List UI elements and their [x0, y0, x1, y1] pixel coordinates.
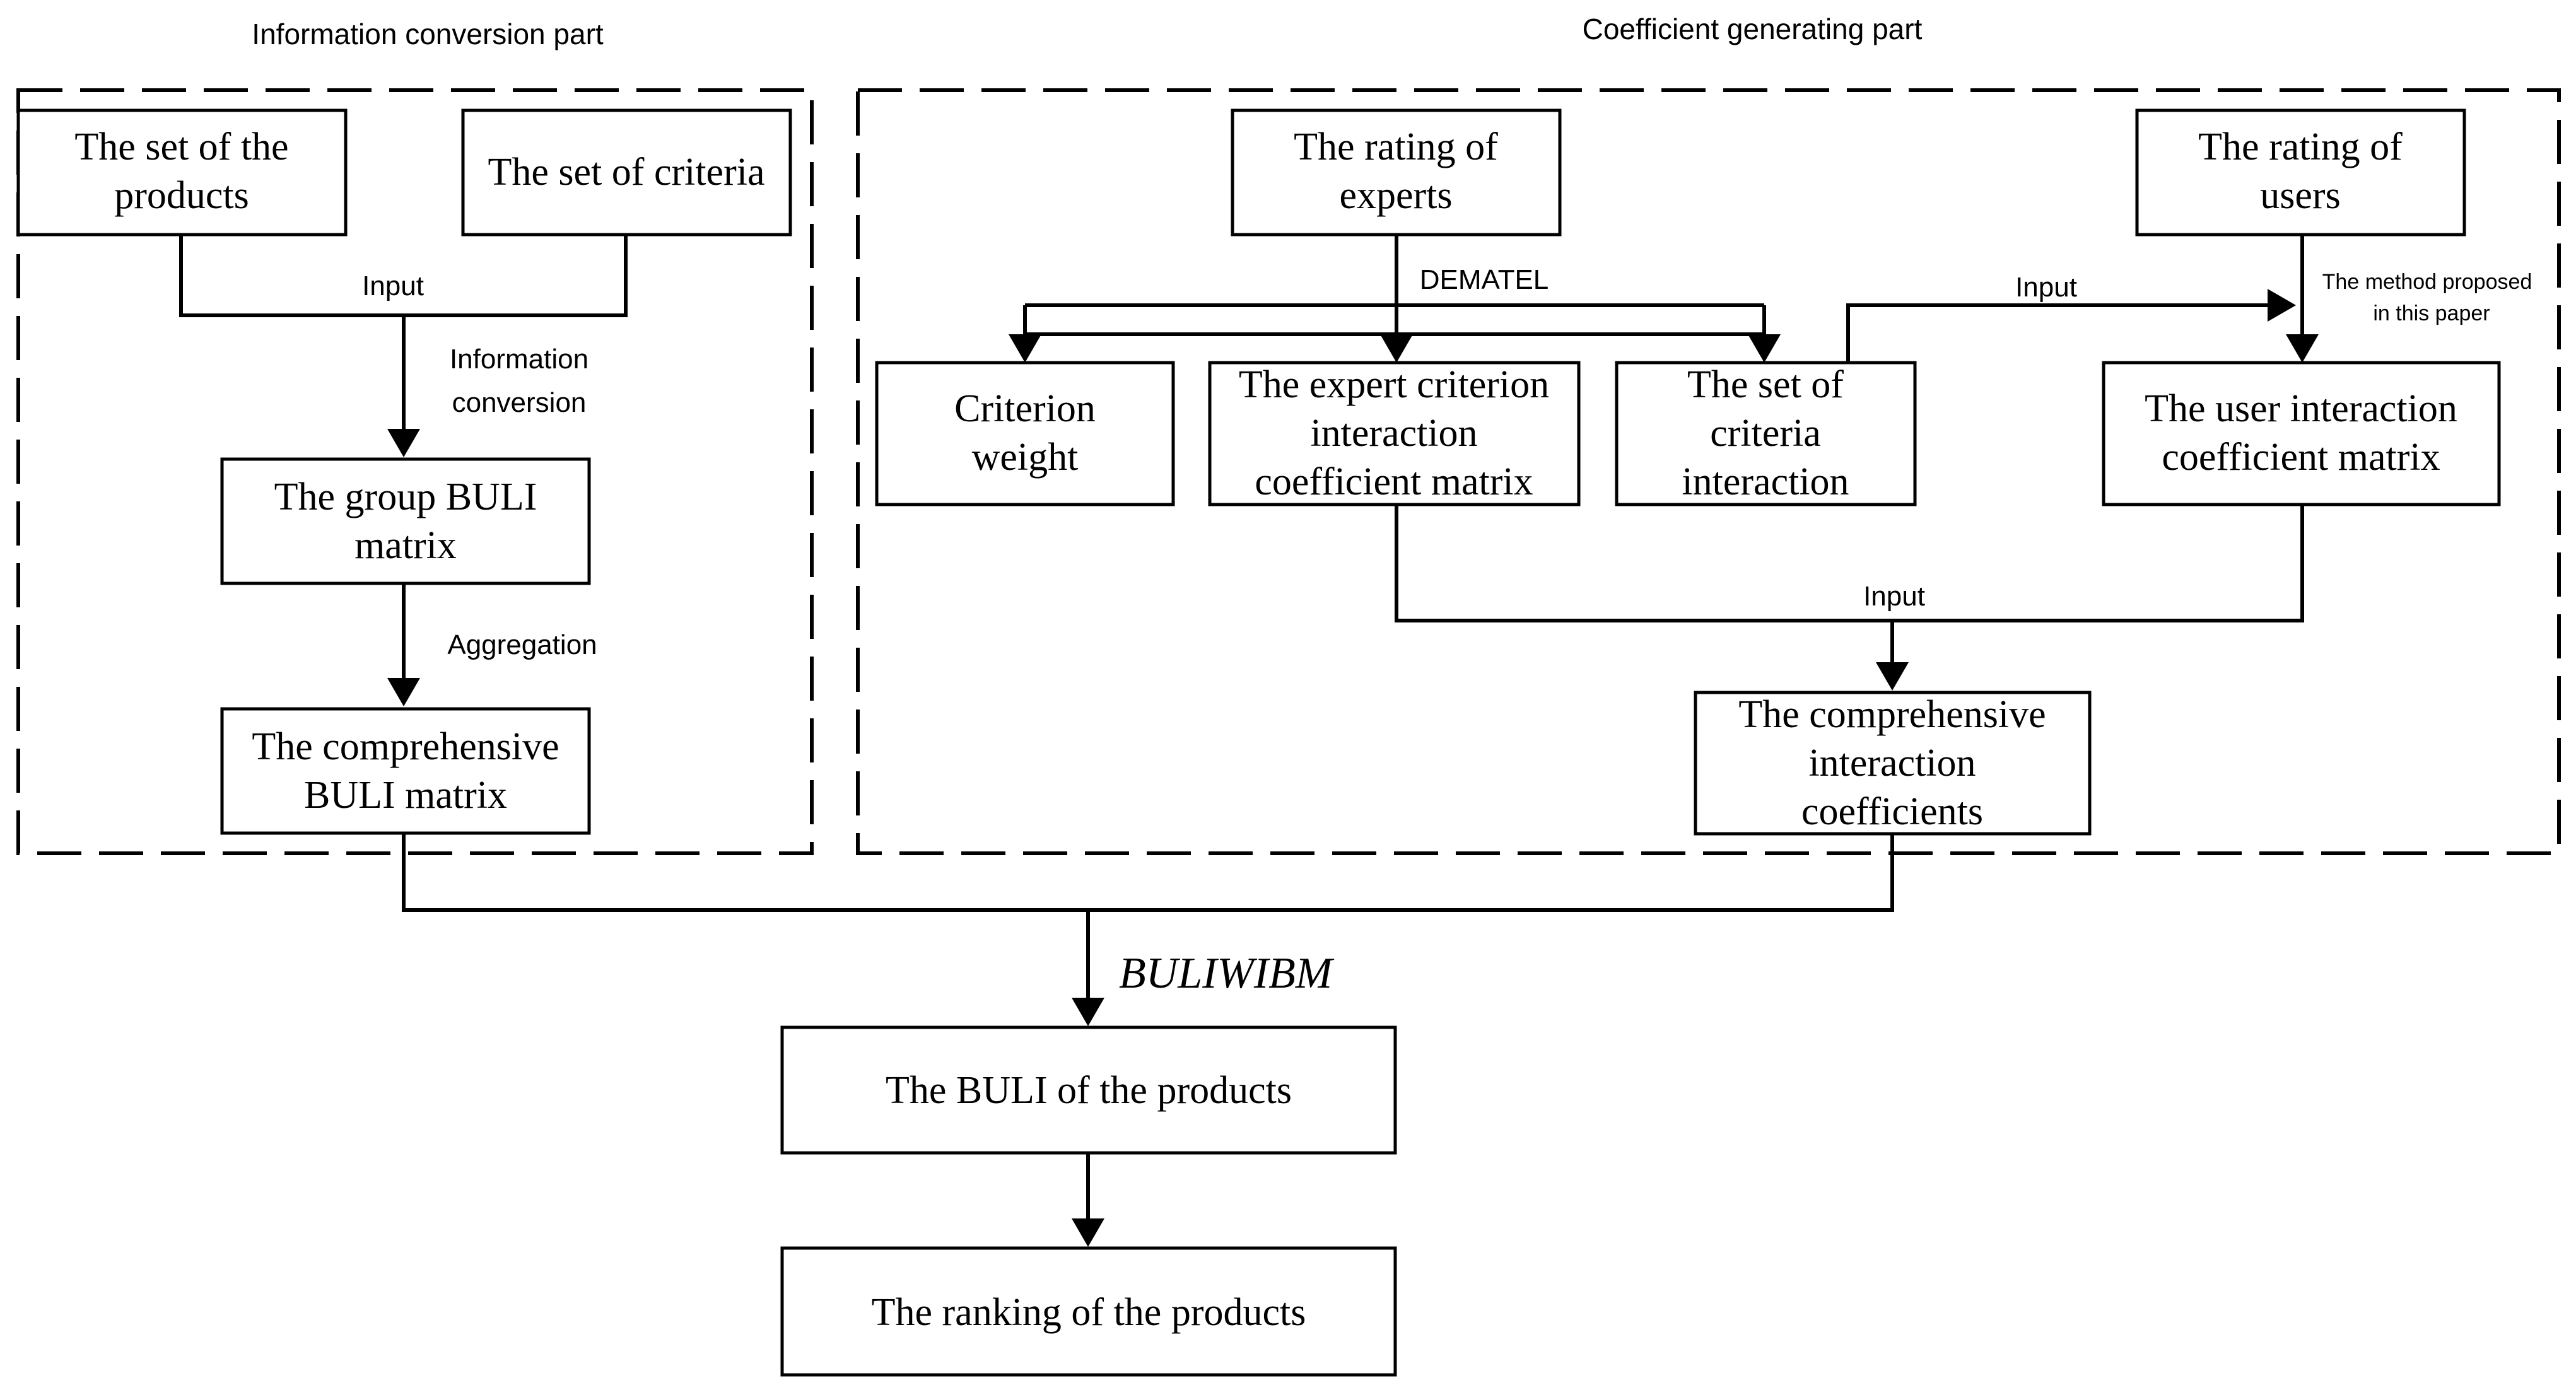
information-conversion-section-title: Information conversion part	[252, 18, 604, 50]
set-of-products-box: The set of the products	[16, 108, 348, 237]
box-line: The comprehensive	[252, 725, 559, 768]
box-line: criteria	[1710, 412, 1821, 455]
arrowhead	[387, 429, 420, 457]
box-line: coefficient matrix	[2162, 436, 2440, 479]
box-line: The user interaction	[2145, 387, 2457, 430]
box-line: Criterion	[954, 387, 1096, 430]
box-line: The ranking of the products	[872, 1291, 1306, 1334]
box-line: interaction	[1808, 742, 1976, 785]
box-line: experts	[1339, 174, 1452, 217]
arrowhead	[1072, 1218, 1104, 1247]
aggregation-label: Aggregation	[447, 629, 597, 660]
comprehensive-buli-matrix-box: The comprehensive BULI matrix	[220, 707, 591, 835]
box-line: The rating of	[2198, 126, 2403, 168]
input-label: Input	[2015, 272, 2077, 303]
arrowhead	[1748, 334, 1781, 363]
comprehensive-interaction-coefficients-box: The comprehensive interaction coefficien…	[1694, 691, 2092, 836]
box-line: interaction	[1682, 460, 1849, 503]
box-line: BULI matrix	[304, 774, 507, 817]
rating-of-experts-box: The rating of experts	[1231, 108, 1562, 237]
information-conversion-label: conversion	[452, 387, 587, 418]
group-buli-matrix-box: The group BULI matrix	[220, 457, 591, 585]
box-line: The expert criterion	[1239, 363, 1549, 406]
arrowhead	[1072, 998, 1104, 1026]
arrowhead	[387, 678, 420, 706]
box-line: The group BULI	[274, 476, 537, 518]
box-line: coefficients	[1801, 790, 1983, 833]
arrowhead	[2268, 289, 2296, 322]
arrowhead	[1876, 662, 1909, 691]
buli-of-products-box: The BULI of the products	[780, 1025, 1397, 1155]
arrowhead	[2286, 334, 2319, 363]
coefficient-merge-line	[1395, 505, 2304, 622]
box-line: The set of the	[74, 126, 288, 168]
expert-criterion-interaction-matrix-box: The expert criterion interaction coeffic…	[1208, 361, 1581, 506]
arrowhead	[1380, 334, 1413, 363]
criteria-interaction-input-line	[1846, 303, 2268, 363]
box-line: coefficient matrix	[1255, 460, 1533, 503]
dematel-label: DEMATEL	[1420, 264, 1549, 295]
set-of-criteria-interaction-box: The set of criteria interaction	[1615, 361, 1917, 506]
information-conversion-region	[16, 88, 814, 855]
buliwibm-label: BULIWIBM	[1119, 949, 1335, 998]
method-proposed-label: in this paper	[2373, 301, 2490, 325]
box-line: The BULI of the products	[886, 1069, 1292, 1112]
box-line: products	[114, 174, 249, 217]
box-line: interaction	[1310, 412, 1477, 455]
rating-of-users-box: The rating of users	[2135, 108, 2466, 237]
ranking-of-products-box: The ranking of the products	[780, 1246, 1397, 1377]
coefficient-generating-region	[856, 88, 2561, 855]
input-label: Input	[1863, 581, 1925, 612]
information-conversion-label: Information	[450, 344, 588, 375]
box-line: weight	[972, 436, 1079, 479]
box-line: The rating of	[1294, 126, 1498, 168]
arrowhead	[1009, 334, 1041, 363]
user-interaction-matrix-box: The user interaction coefficient matrix	[2102, 361, 2501, 506]
box-line: The set of criteria	[488, 151, 765, 194]
method-proposed-label: The method proposed	[2322, 270, 2532, 294]
set-of-criteria-box: The set of criteria	[461, 108, 792, 237]
box-line: The comprehensive	[1738, 693, 2046, 736]
buliwibm-merge-line	[402, 834, 1894, 912]
box-line: users	[2260, 174, 2340, 217]
input-label: Input	[362, 271, 424, 301]
box-line: The set of	[1687, 363, 1844, 406]
box-line: matrix	[354, 524, 457, 567]
criterion-weight-box: Criterion weight	[875, 361, 1175, 506]
coefficient-generating-section-title: Coefficient generating part	[1583, 13, 1923, 45]
